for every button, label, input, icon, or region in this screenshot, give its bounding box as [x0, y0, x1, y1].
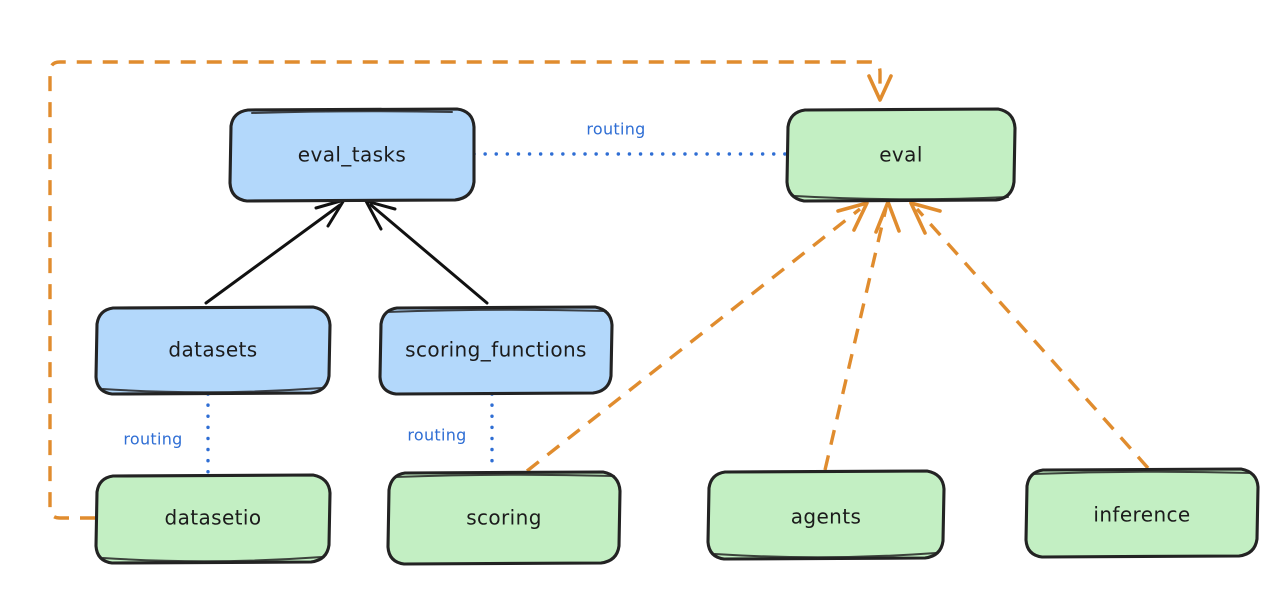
- node-label-eval_tasks: eval_tasks: [298, 143, 406, 167]
- node-inference[interactable]: inference: [1024, 467, 1260, 559]
- node-eval[interactable]: eval: [785, 107, 1017, 203]
- edge-layer: [48, 60, 1150, 520]
- node-label-scoring: scoring: [466, 506, 542, 530]
- node-eval_tasks[interactable]: eval_tasks: [228, 107, 476, 203]
- node-agents[interactable]: agents: [706, 469, 946, 561]
- edge-datasets-to-eval_tasks[interactable]: [204, 198, 346, 305]
- node-datasets[interactable]: datasets: [94, 305, 332, 396]
- node-scoring_functions[interactable]: scoring_functions: [378, 305, 614, 396]
- node-datasetio[interactable]: datasetio: [94, 473, 332, 565]
- node-label-datasets: datasets: [168, 338, 257, 362]
- node-scoring[interactable]: scoring: [386, 470, 622, 566]
- edge-label-routing-eval-tasks: routing: [586, 120, 645, 139]
- node-label-inference: inference: [1093, 503, 1190, 527]
- edge-inference-to-eval[interactable]: [909, 201, 1150, 470]
- edge-datasetio-to-eval[interactable]: [48, 60, 893, 520]
- node-label-datasetio: datasetio: [164, 506, 261, 530]
- node-label-agents: agents: [791, 505, 862, 529]
- edge-label-routing-datasets: routing: [123, 430, 182, 449]
- edge-scoring-to-eval[interactable]: [525, 201, 869, 473]
- node-label-scoring_functions: scoring_functions: [405, 338, 587, 362]
- edge-label-layer: routing routing routing: [123, 120, 645, 449]
- edge-agents-to-eval[interactable]: [823, 200, 901, 471]
- edge-scoring_functions-to-eval_tasks[interactable]: [364, 199, 489, 305]
- edge-label-routing-scoring-functions: routing: [407, 426, 466, 445]
- node-label-eval: eval: [879, 143, 923, 167]
